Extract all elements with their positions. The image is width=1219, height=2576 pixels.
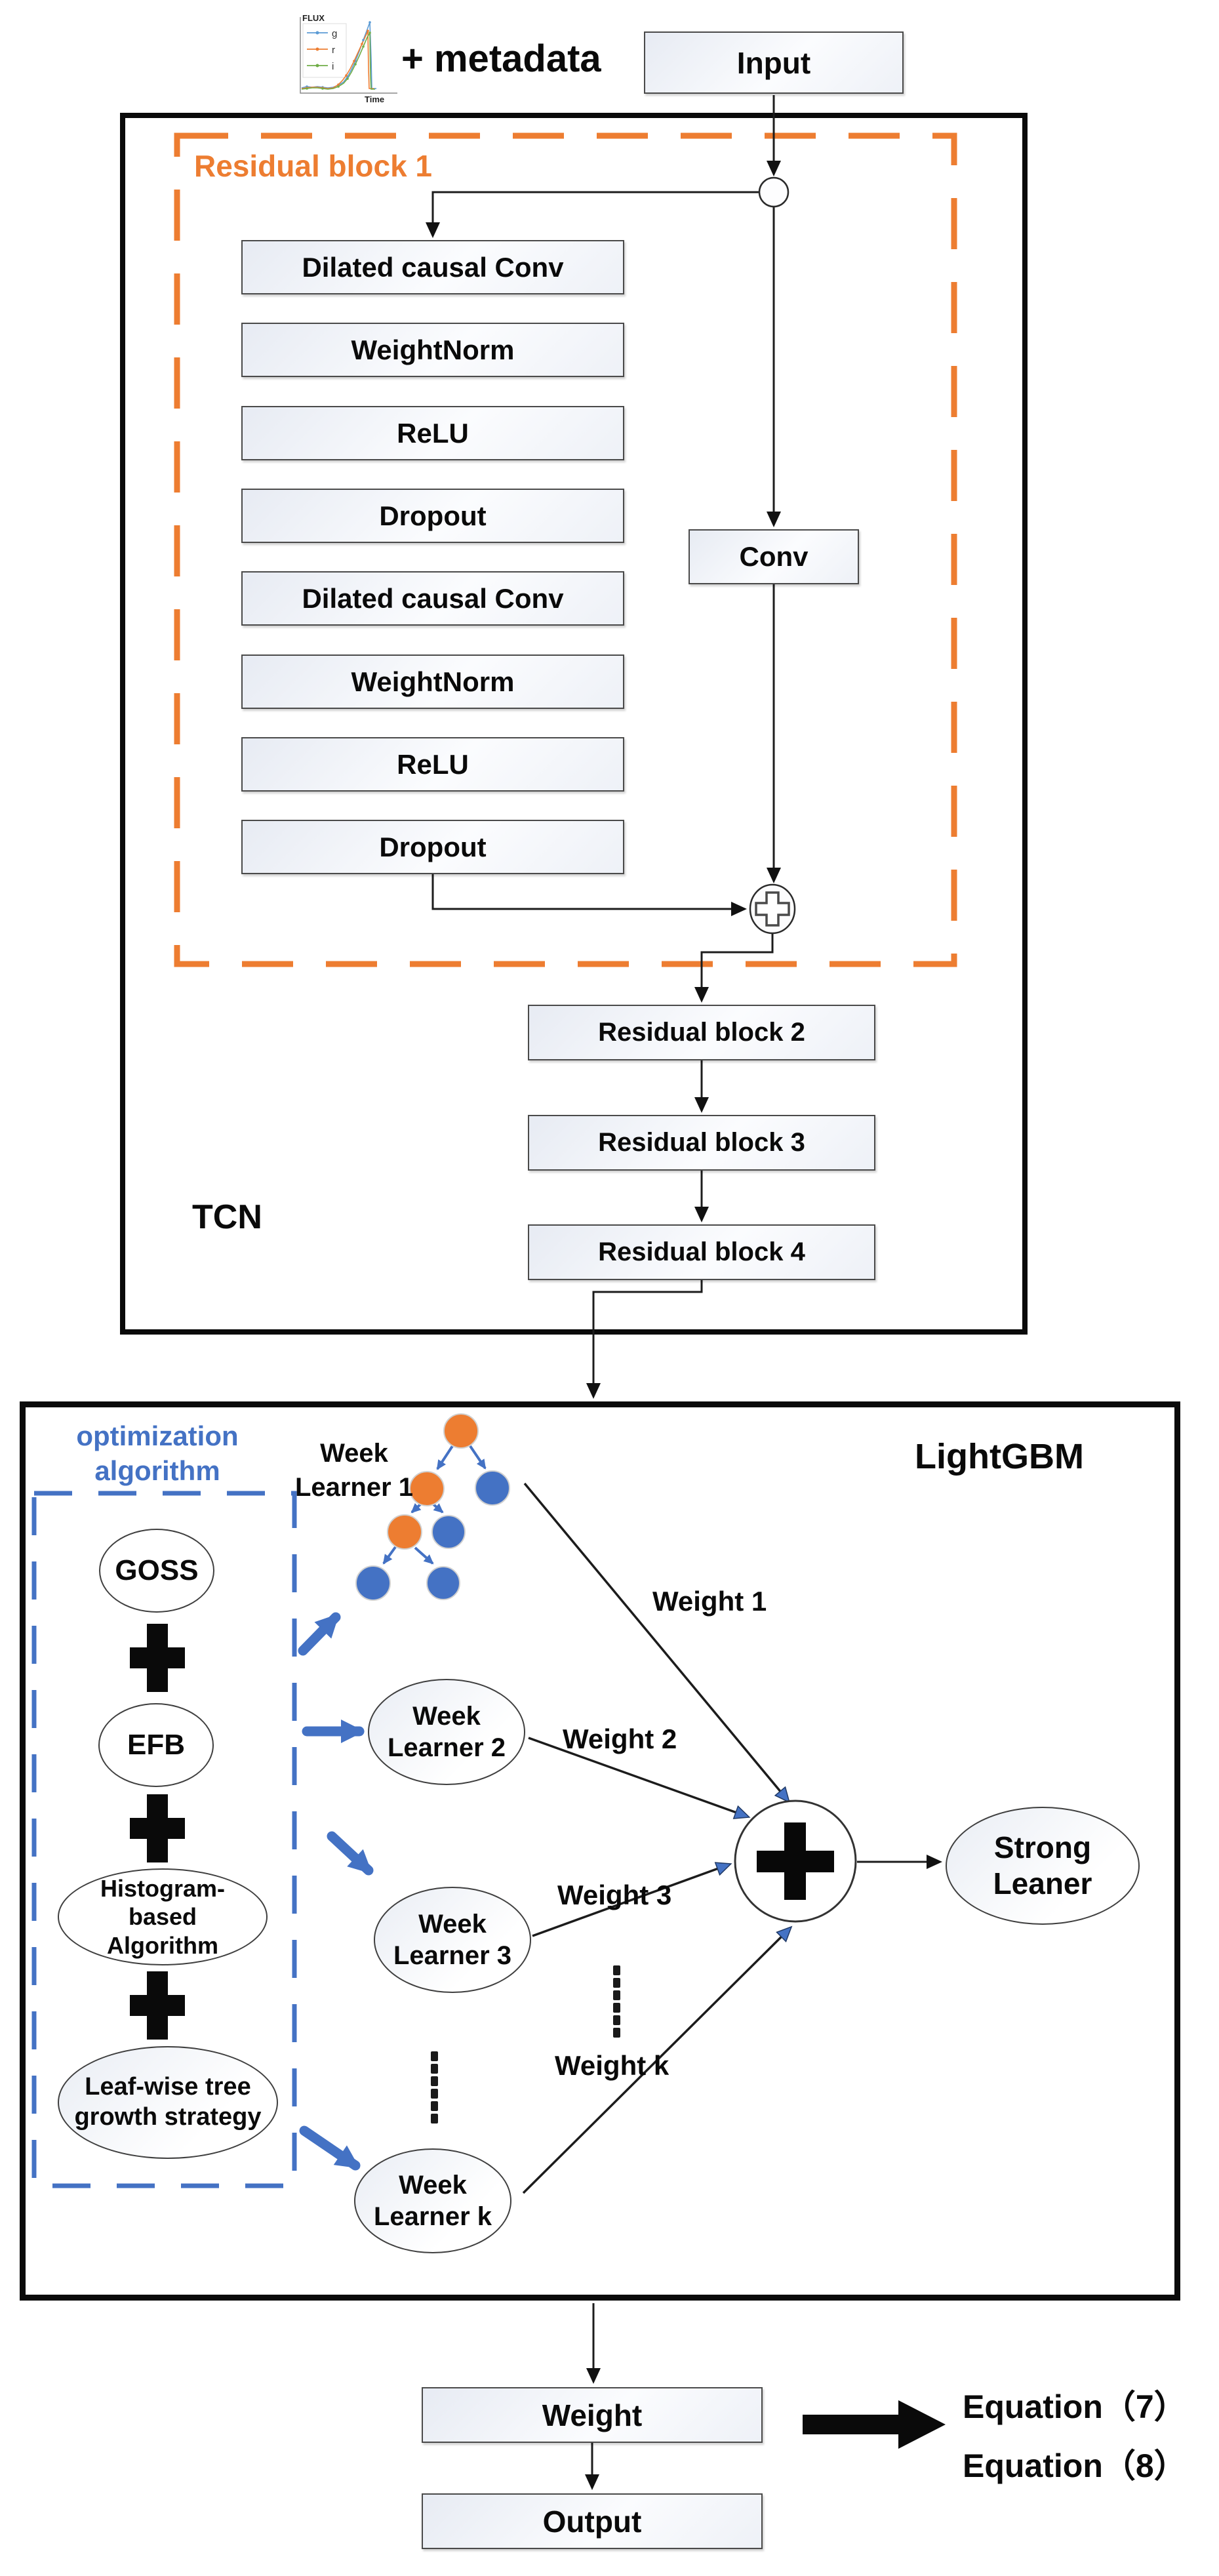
week-learner-2-line1: Week: [412, 1702, 481, 1731]
layer-box-dilated-conv-2: Dilated causal Conv: [241, 571, 624, 626]
merge-plus-icon: [749, 883, 796, 935]
weight-2-label: Weight 2: [563, 1723, 677, 1754]
optimization-arrows: [298, 1612, 374, 2171]
layer-box-weightnorm-2: WeightNorm: [241, 654, 624, 709]
week-learner-3-ellipse: Week Learner 3: [374, 1887, 531, 1993]
week-learner-2-ellipse: Week Learner 2: [368, 1679, 525, 1785]
weight-3-label: Weight 3: [557, 1880, 672, 1910]
residual-block3-box: Residual block 3: [528, 1115, 875, 1171]
skip-conv-box: Conv: [689, 529, 859, 584]
block-arrow-icon: [803, 2400, 946, 2449]
layer-label: Dilated causal Conv: [302, 582, 564, 614]
flux-xlabel: Time: [365, 94, 384, 104]
layer-label: Dropout: [379, 831, 487, 862]
conv-label: Conv: [739, 541, 809, 572]
layer-box-weightnorm-1: WeightNorm: [241, 323, 624, 377]
layer-label: ReLU: [397, 417, 469, 449]
layer-box-dropout-1: Dropout: [241, 489, 624, 543]
weight-box-label: Weight: [542, 2398, 643, 2432]
equation-7-label: Equation（7）: [963, 2388, 1187, 2425]
histogram-label-line3: Algorithm: [107, 1931, 218, 1959]
layer-box-dropout-2: Dropout: [241, 820, 624, 874]
weight-1-label: Weight 1: [652, 1586, 767, 1617]
lightgbm-frame: [20, 1401, 1180, 2301]
flux-legend-i: i: [332, 61, 334, 72]
decision-tree-icon: [355, 1413, 510, 1601]
split-node-icon: [758, 176, 789, 208]
output-box: Output: [422, 2493, 763, 2549]
plus-icon: [130, 1794, 185, 1862]
strong-learner-line1: Strong: [993, 1830, 1092, 1864]
residual-block-label: Residual block 2: [598, 1018, 805, 1047]
flux-plot: FLUX Time g r i: [300, 13, 397, 104]
weight-k-label: Weight k: [555, 2050, 669, 2081]
optimization-title-line2: algorithm: [94, 1455, 220, 1486]
flux-legend-g: g: [332, 28, 337, 39]
ellipsis-dots: [431, 1965, 620, 2123]
residual-block4-box: Residual block 4: [528, 1224, 875, 1280]
residual-block-label: Residual block 3: [598, 1128, 805, 1157]
residual-block2-box: Residual block 2: [528, 1005, 875, 1060]
layer-box-relu-2: ReLU: [241, 737, 624, 792]
tcn-label: TCN: [192, 1198, 262, 1236]
week-learner-1-label: Week Learner 1: [269, 1436, 439, 1504]
layer-label: Dilated causal Conv: [302, 251, 564, 283]
week-learner-k-line1: Week: [399, 2171, 467, 2200]
goss-label: GOSS: [115, 1554, 199, 1586]
equation-8-label: Equation（8）: [963, 2447, 1187, 2484]
strong-learner-ellipse: Strong Leaner: [946, 1807, 1140, 1925]
week-learner-k-line2: Learner k: [373, 2202, 492, 2231]
weight-box: Weight: [422, 2387, 763, 2443]
leafwise-label-line1: Leaf-wise tree: [85, 2073, 251, 2101]
layer-label: WeightNorm: [351, 666, 515, 697]
leafwise-label-line2: growth strategy: [74, 2103, 262, 2131]
week-learner-2-line2: Learner 2: [387, 1733, 506, 1762]
flux-ylabel: FLUX: [302, 13, 325, 23]
plus-icon: [130, 1971, 185, 2040]
plus-icon: [130, 1624, 185, 1692]
residual-block1-title: Residual block 1: [194, 149, 433, 183]
optimization-dashed-border: [31, 1491, 297, 2188]
histogram-label-line1: Histogram-: [100, 1875, 226, 1902]
strong-learner-line2: Leaner: [993, 1866, 1092, 1901]
week-learner-3-line1: Week: [418, 1910, 487, 1939]
metadata-label: + metadata: [401, 37, 601, 80]
efb-ellipse: EFB: [98, 1703, 214, 1787]
optimization-title-line1: optimization: [76, 1420, 239, 1451]
layer-box-dilated-conv-1: Dilated causal Conv: [241, 240, 624, 294]
output-box-label: Output: [542, 2504, 642, 2539]
histogram-ellipse: Histogram- based Algorithm: [58, 1868, 268, 1965]
input-box: Input: [644, 31, 904, 94]
residual-block1-dashed-border: [174, 132, 957, 967]
week-learner-1-line2: Learner 1: [294, 1473, 414, 1502]
week-learner-k-ellipse: Week Learner k: [354, 2148, 511, 2253]
residual-block-label: Residual block 4: [598, 1238, 805, 1266]
layer-label: ReLU: [397, 748, 469, 780]
layer-box-relu-1: ReLU: [241, 406, 624, 460]
aggregation-plus-icon: [734, 1800, 857, 1923]
optimization-title: optimization algorithm: [59, 1419, 256, 1488]
input-label: Input: [736, 45, 811, 80]
week-learner-3-line2: Learner 3: [393, 1941, 512, 1970]
goss-ellipse: GOSS: [99, 1529, 214, 1613]
layer-label: WeightNorm: [351, 334, 515, 365]
tcn-frame: [120, 113, 1028, 1335]
lightgbm-label: LightGBM: [915, 1437, 1084, 1476]
leafwise-ellipse: Leaf-wise tree growth strategy: [58, 2046, 278, 2159]
week-learner-1-line1: Week: [320, 1439, 388, 1468]
efb-label: EFB: [127, 1728, 185, 1761]
layer-label: Dropout: [379, 500, 487, 531]
flux-legend-r: r: [332, 45, 335, 56]
histogram-label-line2: based: [128, 1903, 197, 1931]
